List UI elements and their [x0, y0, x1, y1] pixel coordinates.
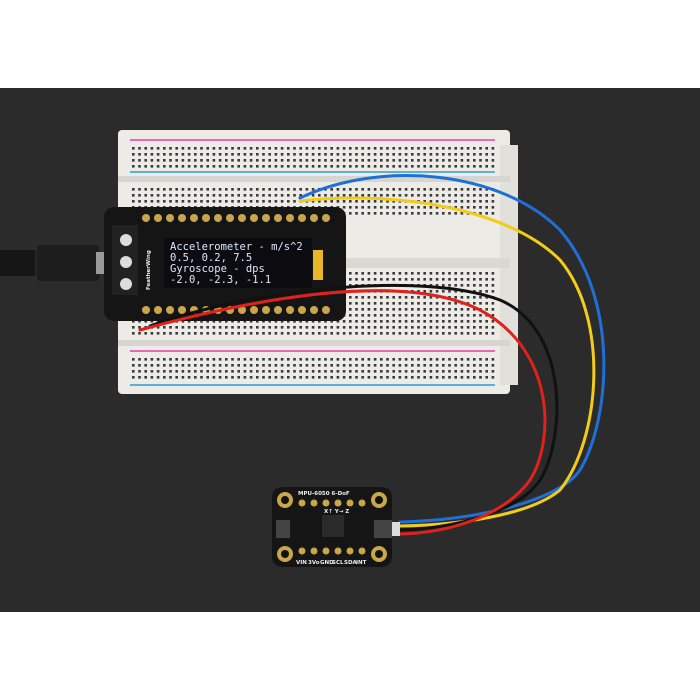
- feather-silk-label: FeatherWing: [146, 250, 152, 290]
- sensor-pin-label: SDA: [344, 560, 358, 566]
- sensor-pin-label: VIN: [296, 560, 307, 566]
- oled-line-3: Gyroscope - dps: [170, 263, 265, 275]
- wires: [138, 174, 606, 536]
- oled-line-1: Accelerometer - m/s^2: [170, 241, 303, 253]
- usb-cable: [0, 243, 110, 283]
- sensor-pin-label: SCL: [332, 560, 344, 566]
- sensor-pin-label: GND: [320, 560, 334, 566]
- oled-display: [164, 238, 312, 288]
- sensor-pin-label: INT: [356, 560, 367, 566]
- oled-line-4: -2.0, -2.3, -1.1: [170, 274, 271, 286]
- sensor-pin-label: 3Vo: [308, 560, 320, 566]
- sensor-axes-label: X↑ Y→ Z: [324, 508, 349, 515]
- oled-line-2: 0.5, 0.2, 7.5: [170, 252, 252, 264]
- sensor-title: MPU-6050 6-DoF: [298, 491, 350, 497]
